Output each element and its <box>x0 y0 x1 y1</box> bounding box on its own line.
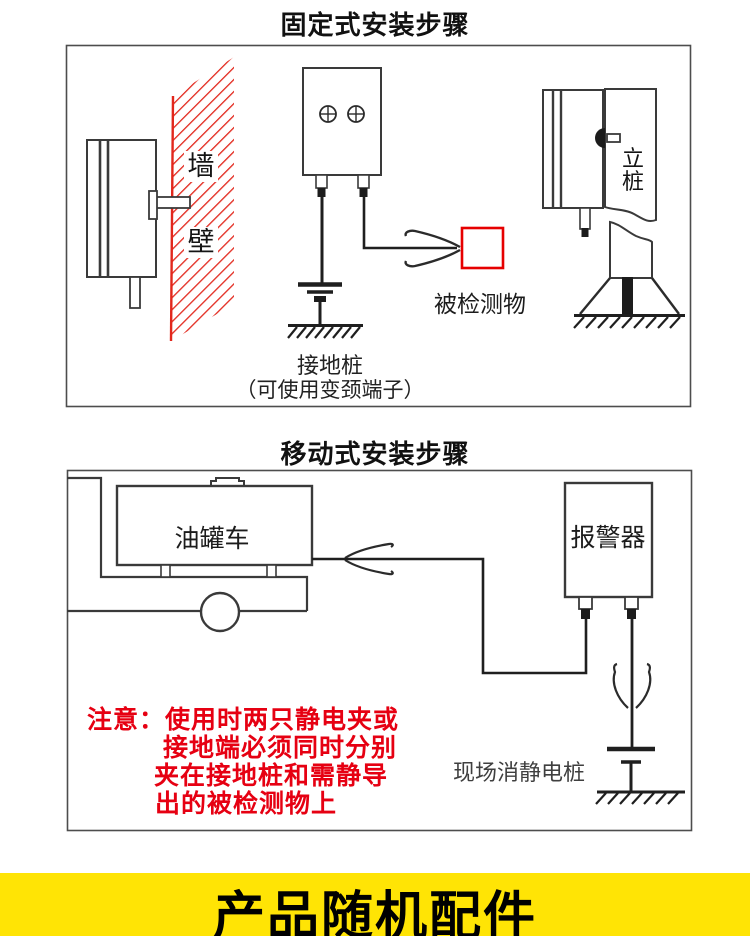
site-stake-label: 现场消静电桩 <box>452 760 585 785</box>
banner-title: 产品随机配件 <box>212 888 537 936</box>
section2-title: 移动式安装步骤 <box>280 439 470 469</box>
post-base <box>579 220 680 315</box>
post-label: 立 桩 <box>620 146 646 194</box>
manhole <box>210 477 245 486</box>
ground-stake-label: 接地桩 <box>296 353 363 378</box>
controller-box <box>302 67 382 197</box>
discharge-clip-icon <box>612 662 652 709</box>
alarm-label: 报警器 <box>570 524 646 552</box>
wall-mounted-detector <box>86 139 157 278</box>
ground-hatch <box>287 324 363 339</box>
warning-line-3: 夹在接地桩和需静导 <box>154 762 389 790</box>
signal-wire <box>362 197 457 250</box>
accessories-banner: 产品随机配件 <box>0 873 750 936</box>
ground-hatch <box>573 314 685 329</box>
post-bolt-icon <box>595 128 605 148</box>
wall-label-top: 墙 <box>184 151 218 182</box>
drain-pipe <box>129 276 141 309</box>
alarm-box <box>563 481 654 619</box>
connection-wire <box>312 557 588 675</box>
warning-line-2: 接地端必须同时分别 <box>163 734 398 762</box>
truck-wheel <box>199 591 241 633</box>
wall-hatch <box>169 57 234 342</box>
detected-object-box <box>460 226 505 270</box>
terminal-screw-icon <box>319 105 337 123</box>
detected-object-label: 被检测物 <box>434 291 526 317</box>
terminal-screw-icon <box>347 105 365 123</box>
section1-title: 固定式安装步骤 <box>280 10 470 40</box>
warning-line-4: 出的被检测物上 <box>155 790 338 818</box>
mounting-bolt-icon <box>148 190 191 220</box>
earth-symbol <box>607 746 655 791</box>
static-clamp-icon <box>404 229 461 268</box>
wall-label-bottom: 壁 <box>184 227 218 258</box>
ground-hatch <box>595 790 685 805</box>
tank-truck-label: 油罐车 <box>174 525 250 553</box>
tank-truck <box>67 476 314 633</box>
warning-line-1: 注意：使用时两只静电夹或 <box>87 706 400 734</box>
earth-symbol <box>298 197 342 324</box>
truck-clamp-icon <box>344 542 394 576</box>
ground-stake-note: （可使用变颈端子） <box>235 379 425 402</box>
